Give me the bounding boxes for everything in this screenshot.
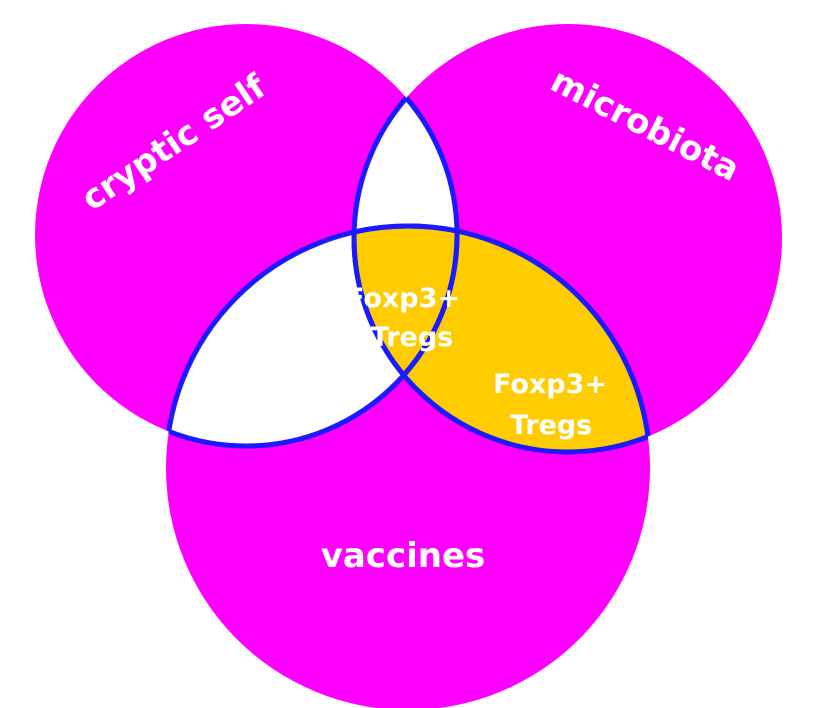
outline-microbiota-in-vaccines: [351, 226, 650, 455]
outline-cryptic-self-in-vaccines: [166, 226, 460, 449]
overlap-microbiota-vaccines: [354, 226, 650, 452]
label-all-three-line2: Tregs: [371, 322, 453, 353]
label-microbiota-vaccines-line2: Tregs: [510, 410, 592, 441]
overlap-cryptic-self-vaccines: [166, 226, 457, 446]
label-vaccines: vaccines: [321, 536, 486, 576]
outline-vaccines-in-microbiota: [354, 223, 653, 452]
label-microbiota-vaccines-line1: Foxp3+: [493, 369, 607, 400]
label-all-three-line1: Foxp3+: [346, 283, 460, 314]
